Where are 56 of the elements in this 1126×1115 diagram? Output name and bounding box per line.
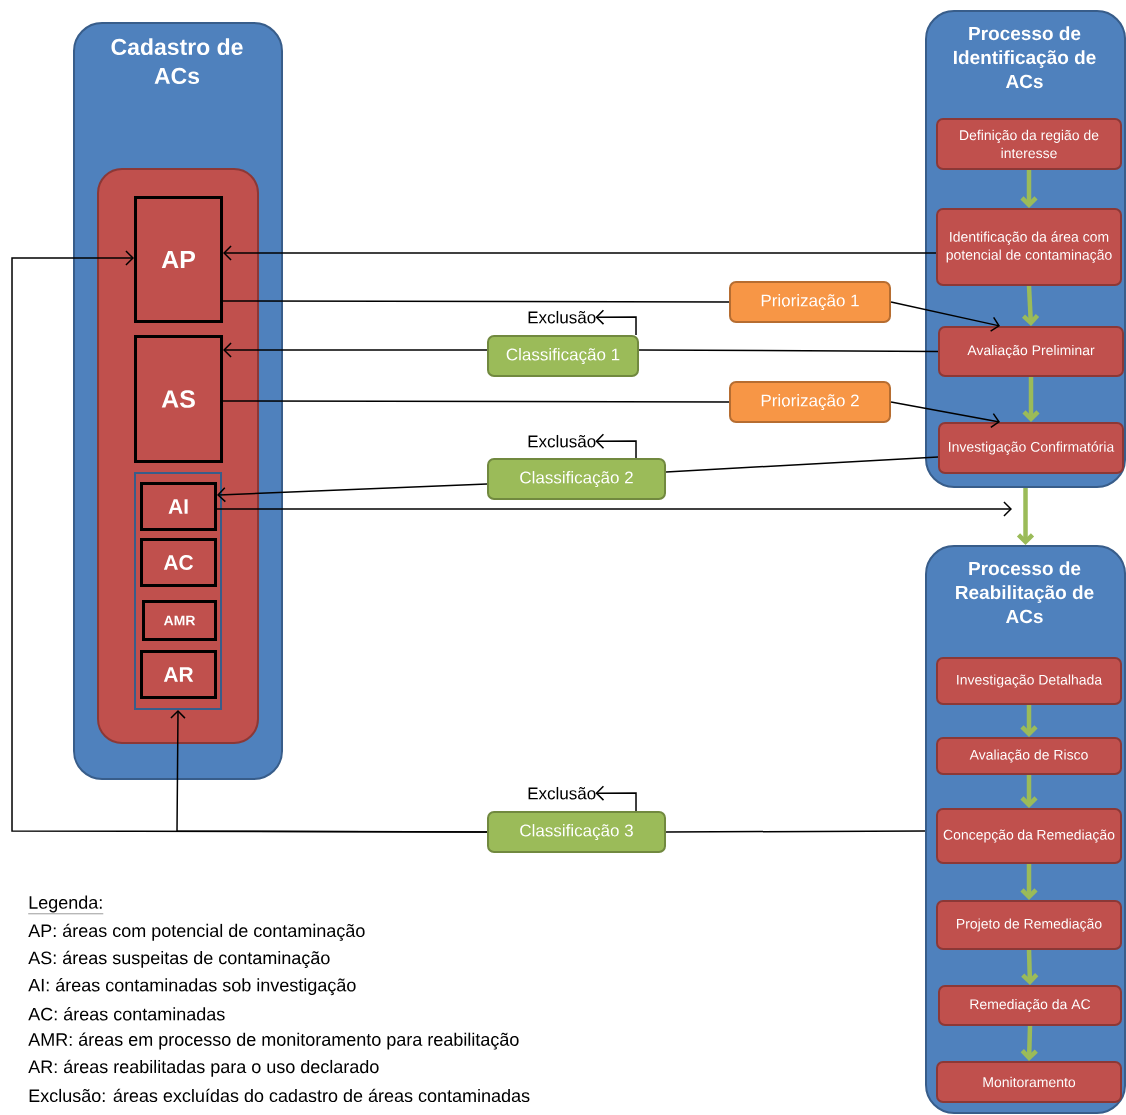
classification-box: Classificação 3 <box>487 811 666 853</box>
category-box: AS <box>134 335 223 463</box>
flow-arrow <box>1020 775 1038 808</box>
process-box: Concepção da Remediação <box>936 808 1122 864</box>
flow-arrow <box>1020 705 1038 737</box>
legend-entry: Exclusão: áreas excluídas do cadastro de áreas contaminadas <box>29 1088 530 1103</box>
arrow <box>890 301 1000 332</box>
classification-box: Classificação 1 <box>487 335 639 377</box>
flow-arrow <box>1021 949 1039 985</box>
legend-entry: AP: áreas com potencial de contaminação <box>28 923 365 941</box>
category-box: AR <box>140 650 217 699</box>
category-box: AI <box>140 482 217 531</box>
legend-entry: AS: áreas suspeitas de contaminação <box>28 950 330 968</box>
connector-line <box>665 830 926 833</box>
priority-box: Priorização 2 <box>729 381 891 423</box>
arrow <box>170 710 488 833</box>
category-box: AMR <box>142 600 217 641</box>
arrow <box>217 483 488 503</box>
process-box: Remediação da AC <box>938 985 1122 1026</box>
arrow <box>595 309 637 336</box>
legend-entry: AI: áreas contaminadas sob investigação <box>28 978 356 996</box>
flow-arrow <box>1022 377 1040 422</box>
connector-line <box>222 400 730 403</box>
legend-entry: AMR: áreas em processo de monitoramento para reabilitação <box>28 1032 519 1050</box>
connector-line <box>665 456 939 473</box>
arrow <box>223 245 937 261</box>
process-box: Projeto de Remediação <box>936 900 1122 950</box>
connector-line <box>638 349 939 353</box>
category-box: AP <box>134 196 223 323</box>
process-box: Monitoramento <box>936 1061 1122 1103</box>
arrow <box>216 501 1012 517</box>
process-box: Investigação Confirmatória <box>938 422 1124 474</box>
arrow <box>223 342 488 358</box>
arrow <box>595 433 637 459</box>
priority-box: Priorização 1 <box>729 281 891 323</box>
legend-heading: Legenda: <box>28 895 104 914</box>
arrow <box>890 401 1000 429</box>
exclusion-label: Exclusão <box>528 434 596 448</box>
arrow <box>595 785 637 812</box>
connector-line <box>222 300 730 303</box>
flow-arrow <box>1020 170 1038 208</box>
process-box: Investigação Detalhada <box>936 657 1122 705</box>
classification-box: Classificação 2 <box>487 458 666 500</box>
flow-arrow <box>1020 1025 1038 1061</box>
legend-entry: AC: áreas contaminadas <box>28 1007 225 1021</box>
flow-arrow <box>1020 864 1038 900</box>
legend-entry: AR: áreas reabilitadas para o uso declarado <box>28 1059 379 1077</box>
exclusion-label: Exclusão <box>528 786 596 800</box>
category-box: AC <box>140 538 217 587</box>
process-box: Avaliação de Risco <box>936 737 1122 775</box>
flow-arrow <box>1016 488 1035 545</box>
process-box: Identificação da área com potencial de contaminação <box>936 208 1122 286</box>
process-box: Definição da região de interesse <box>936 118 1122 170</box>
process-box: Avaliação Preliminar <box>938 326 1124 377</box>
flow-arrow <box>1022 285 1040 326</box>
exclusion-label: Exclusão <box>528 310 596 324</box>
